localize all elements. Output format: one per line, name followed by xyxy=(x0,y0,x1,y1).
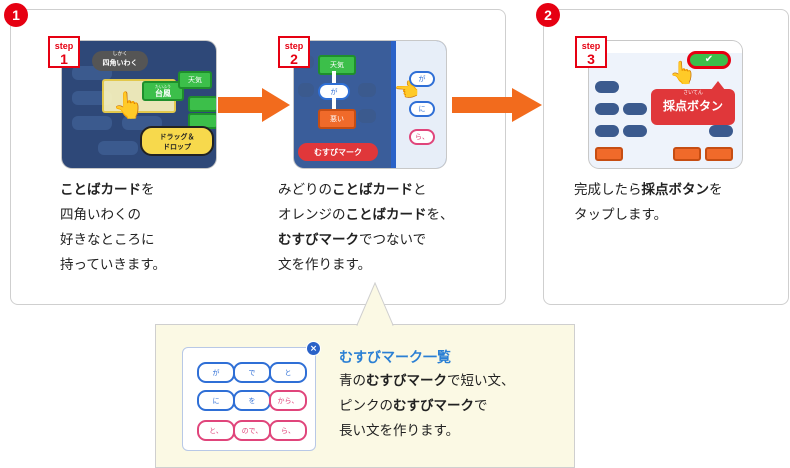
pointing-hand-icon: 👆 xyxy=(112,91,145,121)
drag-drop-bubble: ドラッグ＆ドロップ xyxy=(140,126,214,156)
word-card-3 xyxy=(188,96,216,112)
close-icon[interactable]: × xyxy=(306,341,321,356)
step2-description: みどりのことばカードと オレンジのことばカードを、 むすびマークでつないで 文を… xyxy=(278,182,454,273)
pointing-hand-icon: 👈 xyxy=(394,78,419,102)
orange-word-card: 悪い xyxy=(318,109,356,129)
step2-screenshot: 天気 が 悪い が に ら、 👈 むすびマーク xyxy=(294,41,446,168)
word-card-weather: 天気 xyxy=(318,55,356,75)
badge-2: 2 xyxy=(536,3,560,27)
step3-screenshot: ✔ 👆 さいてん 採点ボタン xyxy=(589,41,742,168)
connector-mark: から、 xyxy=(269,390,307,411)
info-title: むすびマーク一覧 xyxy=(339,350,451,366)
arrow-right-icon xyxy=(452,88,542,122)
connector-mark: ので、 xyxy=(233,420,271,441)
connector-mark: で xyxy=(233,362,271,383)
connector-mark: を xyxy=(233,390,271,411)
score-button-mini: ✔ xyxy=(687,51,731,69)
info-description: 青のむすびマークで短い文、 ピンクのむすびマークで 長い文を作ります。 xyxy=(339,373,515,439)
word-card-weather: 天気 xyxy=(178,71,212,89)
mark-label: むすびマーク xyxy=(298,143,378,161)
pointing-hand-icon: 👆 xyxy=(669,61,697,86)
badge-1: 1 xyxy=(4,3,28,27)
connector-mark: と、 xyxy=(197,420,235,441)
callout-pointer xyxy=(356,282,394,326)
step1-description: ことばカードを 四角いわくの 好きなところに 持っていきます。 xyxy=(60,182,166,273)
connector-mark: に xyxy=(197,390,235,411)
step1-screenshot: しかく 四角いわく たいふう 台風 天気 👆 ドラッグ＆ドロップ xyxy=(62,41,216,168)
score-button-callout: さいてん 採点ボタン xyxy=(651,89,735,125)
connector-mark: が xyxy=(197,362,235,383)
connector-mark-palette: が で と に を から、 と、 ので、 ら、 xyxy=(182,347,316,451)
arrow-right-icon xyxy=(218,88,290,122)
connector-mark: と xyxy=(269,362,307,383)
step3-description: 完成したら採点ボタンを タップします。 xyxy=(574,182,723,223)
frame-label: しかく 四角いわく xyxy=(92,51,148,71)
word-card-typhoon: たいふう 台風 xyxy=(142,81,184,101)
connector-mark: ら、 xyxy=(269,420,307,441)
